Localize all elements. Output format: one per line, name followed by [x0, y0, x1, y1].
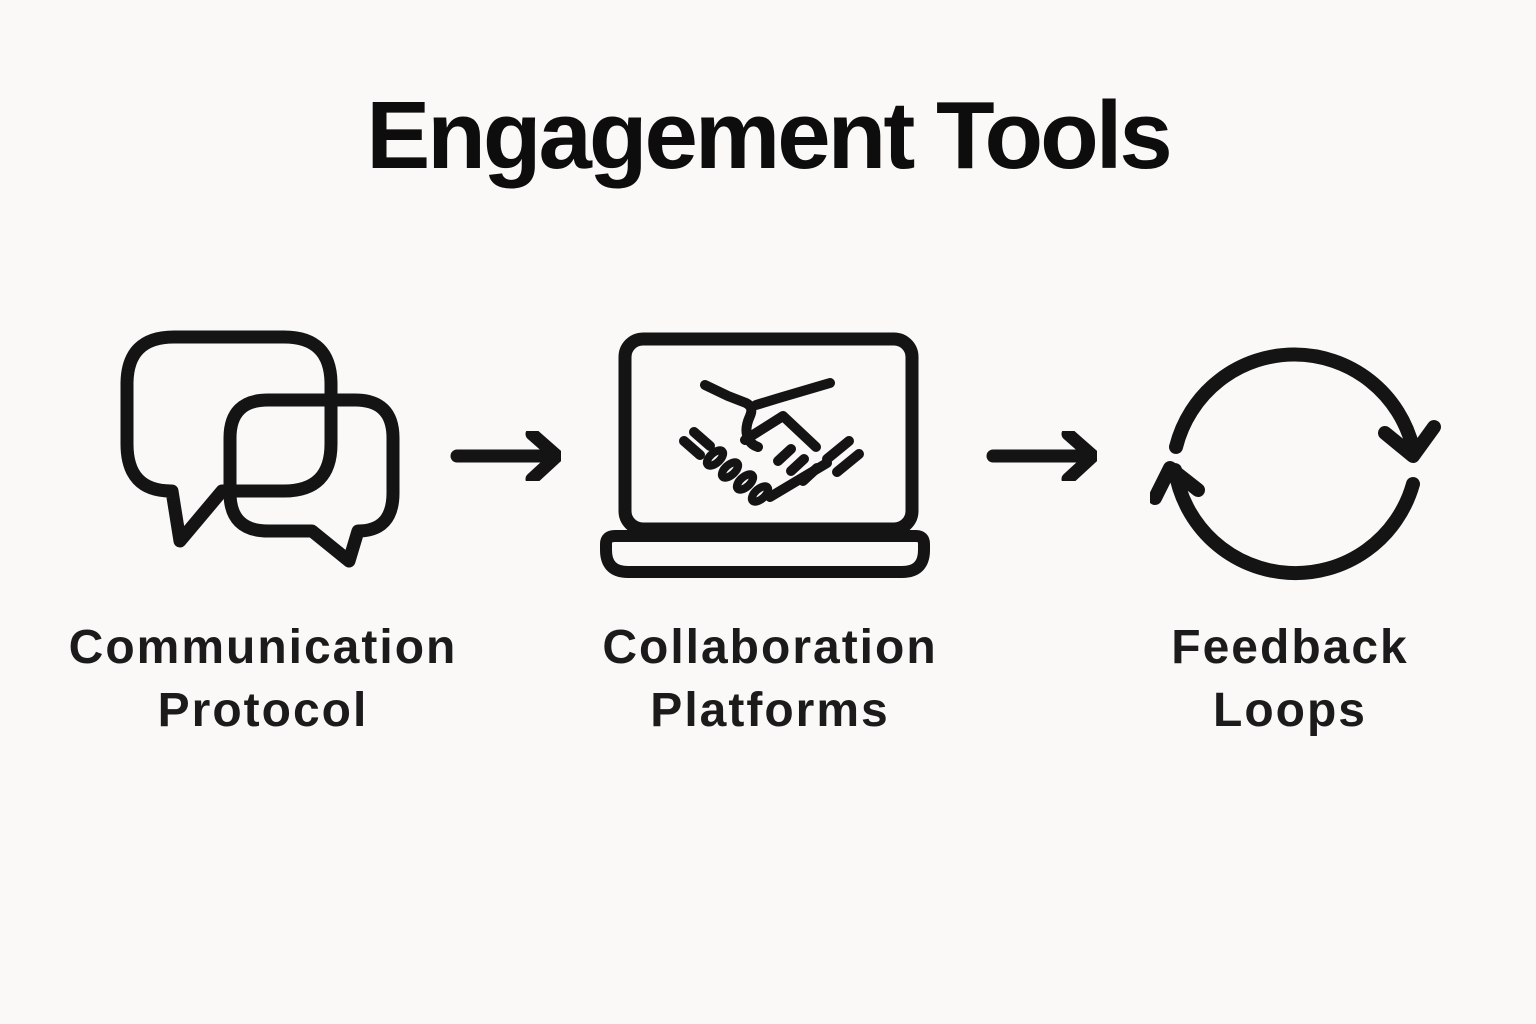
label-line: Loops — [1213, 684, 1367, 737]
right-arrow-icon — [986, 431, 1097, 481]
label-line: Collaboration — [602, 621, 938, 674]
label-line: Communication — [68, 621, 458, 674]
label-line: Feedback — [1171, 621, 1409, 674]
page-title: Engagement Tools — [366, 82, 1173, 189]
laptop-handshake-icon — [600, 332, 930, 578]
label-collaboration-platforms: Collaboration Platforms — [520, 616, 1020, 742]
chat-bubbles-icon — [120, 330, 400, 568]
cycle-arrows-icon — [1150, 347, 1441, 581]
label-communication-protocol: Communication Protocol — [13, 616, 513, 742]
handshake-icon — [679, 378, 864, 506]
right-arrow-icon — [450, 431, 561, 481]
label-line: Protocol — [157, 684, 369, 737]
label-line: Platforms — [650, 684, 890, 737]
label-feedback-loops: Feedback Loops — [1040, 616, 1536, 742]
